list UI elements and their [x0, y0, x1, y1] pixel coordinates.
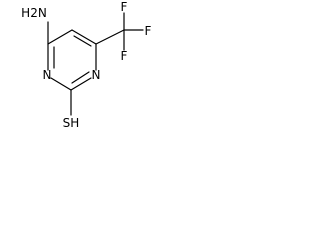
- bond-c4-c5: [47, 29, 73, 45]
- atom-label-amine: H2N: [21, 6, 47, 20]
- structure-canvas: H2N N N SH F F F: [0, 0, 190, 155]
- bond-n1-c2: [70, 77, 92, 91]
- atom-label-ring-n-left: N: [43, 68, 52, 82]
- bond-n1-c2-inner: [71, 71, 90, 84]
- bond-c2-n3: [50, 77, 72, 91]
- atom-label-fluorine-bottom: F: [121, 49, 128, 63]
- atom-label-ring-n-bottom: N: [92, 68, 101, 82]
- atom-label-fluorine-right: F: [145, 24, 152, 38]
- atom-label-fluorine-top: F: [121, 0, 128, 14]
- atom-label-thiol: SH: [63, 116, 80, 130]
- bond-c6-cf3: [95, 29, 125, 45]
- molecule-structure: H2N N N SH F F F: [21, 0, 152, 130]
- bond-c5-c6-inner: [73, 35, 92, 47]
- bond-c5-c6: [71, 29, 97, 45]
